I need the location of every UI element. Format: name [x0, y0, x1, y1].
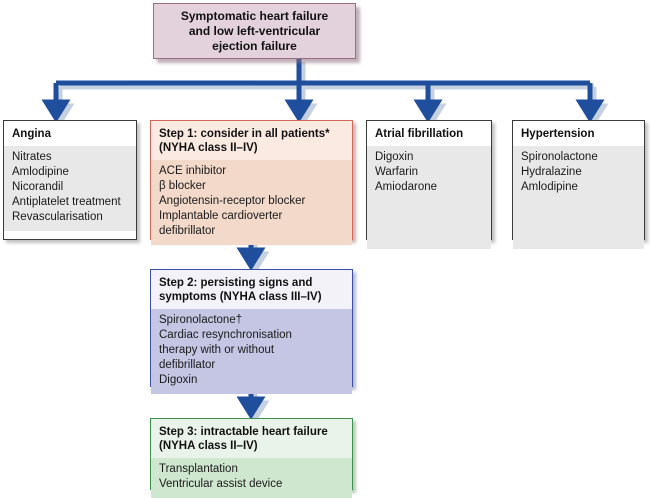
- list-item: Hydralazine: [521, 166, 582, 178]
- box-step1: Step 1: consider in all patients* (NYHA …: [150, 120, 353, 245]
- arrowhead-hypertension: [575, 99, 605, 123]
- box-step3: Step 3: intractable heart failure (NYHA …: [150, 418, 353, 498]
- list-item: Nitrates: [12, 151, 52, 163]
- list-item: Spironolactone: [521, 151, 598, 163]
- list-item: defibrillator: [159, 359, 216, 371]
- box-hypertension-header-line1: Hypertension: [521, 128, 595, 140]
- list-item: Revascularisation: [12, 211, 103, 223]
- list-item: Nicorandil: [12, 181, 64, 193]
- box-angina-body: Nitrates Amlodipine Nicorandil Antiplate…: [4, 146, 136, 231]
- box-atrial-fibrillation: Atrial fibrillation Digoxin Warfarin Ami…: [366, 120, 492, 249]
- list-item: Transplantation: [159, 463, 238, 475]
- list-item: Angiotensin-receptor blocker: [159, 195, 306, 207]
- list-item: Amlodipine: [12, 166, 69, 178]
- box-step1-body: ACE inhibitor β blocker Angiotensin-rece…: [151, 160, 352, 245]
- box-atrial-fibrillation-header: Atrial fibrillation: [367, 121, 491, 146]
- arrowhead-step1: [284, 99, 314, 123]
- title-line-3: ejection failure: [212, 38, 297, 53]
- box-step3-header: Step 3: intractable heart failure (NYHA …: [151, 419, 352, 458]
- list-item: Digoxin: [375, 151, 414, 163]
- list-item: Cardiac resynchronisation: [159, 329, 292, 341]
- box-step3-header-line1: Step 3: intractable heart failure: [159, 426, 328, 438]
- box-step2-header: Step 2: persisting signs and symptoms (N…: [151, 270, 352, 309]
- list-item: Digoxin: [159, 374, 198, 386]
- arrowhead-step2: [236, 247, 266, 271]
- list-item: therapy with or without: [159, 344, 275, 356]
- box-step3-body: Transplantation Ventricular assist devic…: [151, 458, 352, 498]
- list-item: Amiodarone: [375, 181, 438, 193]
- box-step1-header-line2: (NYHA class II–IV): [159, 142, 258, 154]
- title-box-text: Symptomatic heart failure and low left-v…: [175, 9, 334, 54]
- list-item: defibrillator: [159, 225, 216, 237]
- title-line-1: Symptomatic heart failure: [180, 8, 329, 23]
- box-angina: Angina Nitrates Amlodipine Nicorandil An…: [3, 120, 137, 240]
- list-item: Implantable cardioverter: [159, 210, 283, 222]
- arrowhead-angina: [41, 99, 71, 123]
- list-item: β blocker: [159, 180, 206, 192]
- box-hypertension: Hypertension Spironolactone Hydralazine …: [512, 120, 645, 249]
- box-step3-header-line2: (NYHA class II–IV): [159, 440, 258, 452]
- box-atrial-fibrillation-body: Digoxin Warfarin Amiodarone: [367, 146, 491, 249]
- arrowhead-atrial-fibrillation: [413, 99, 443, 123]
- box-step2-header-line2: symptoms (NYHA class III–IV): [159, 291, 322, 303]
- box-step1-header-line1: Step 1: consider in all patients*: [159, 128, 330, 140]
- box-angina-header-line1: Angina: [12, 128, 51, 140]
- box-hypertension-header: Hypertension: [513, 121, 644, 146]
- title-line-2: and low left-ventricular: [188, 23, 321, 38]
- box-atrial-fibrillation-header-line1: Atrial fibrillation: [375, 128, 464, 140]
- list-item: Spironolactone†: [159, 314, 243, 326]
- box-step2-body: Spironolactone† Cardiac resynchronisatio…: [151, 309, 352, 394]
- list-item: Ventricular assist device: [159, 478, 283, 490]
- box-step2: Step 2: persisting signs and symptoms (N…: [150, 269, 353, 394]
- title-box: Symptomatic heart failure and low left-v…: [153, 3, 356, 59]
- box-angina-header: Angina: [4, 121, 136, 146]
- list-item: Warfarin: [375, 166, 419, 178]
- box-step2-header-line1: Step 2: persisting signs and: [159, 277, 313, 289]
- box-hypertension-body: Spironolactone Hydralazine Amlodipine: [513, 146, 644, 249]
- list-item: Antiplatelet treatment: [12, 196, 121, 208]
- list-item: Amlodipine: [521, 181, 578, 193]
- box-step1-header: Step 1: consider in all patients* (NYHA …: [151, 121, 352, 160]
- list-item: ACE inhibitor: [159, 165, 227, 177]
- arrowhead-step3: [236, 396, 266, 420]
